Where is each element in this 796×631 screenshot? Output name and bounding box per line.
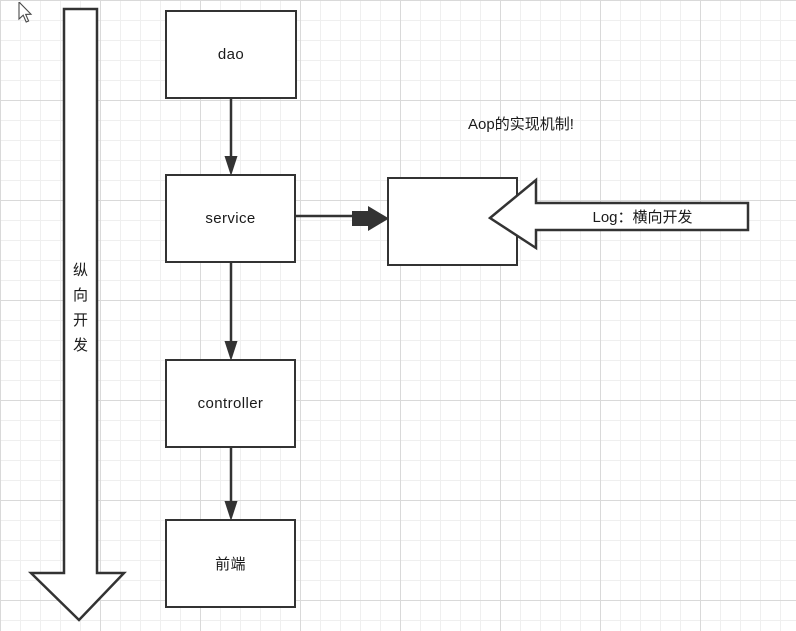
node-service[interactable]: service — [165, 174, 296, 263]
node-controller-label: controller — [197, 395, 264, 412]
vertical-arrow-char-3: 发 — [72, 337, 88, 354]
node-dao-label: dao — [217, 46, 245, 63]
node-frontend[interactable]: 前端 — [165, 519, 296, 608]
vertical-arrow-char-0: 纵 — [72, 262, 88, 279]
connector-controller-to-frontend — [224, 448, 238, 521]
aop-note-text: Aop的实现机制! — [468, 116, 574, 133]
node-service-label: service — [205, 210, 256, 227]
vertical-arrow-char-2: 开 — [72, 312, 88, 329]
mouse-pointer-icon — [18, 2, 33, 23]
node-frontend-label: 前端 — [215, 556, 246, 573]
log-arrow-label: Log：横向开发 — [592, 209, 693, 226]
vertical-arrow-label: 纵 向 开 发 — [64, 258, 97, 358]
node-controller[interactable]: controller — [165, 359, 296, 448]
connector-service-to-controller — [224, 263, 238, 361]
node-dao[interactable]: dao — [165, 10, 297, 99]
connector-service-to-aop — [296, 206, 389, 231]
connector-dao-to-service — [224, 99, 238, 176]
node-aop-target[interactable] — [387, 177, 518, 266]
vertical-arrow-char-1: 向 — [72, 287, 88, 304]
